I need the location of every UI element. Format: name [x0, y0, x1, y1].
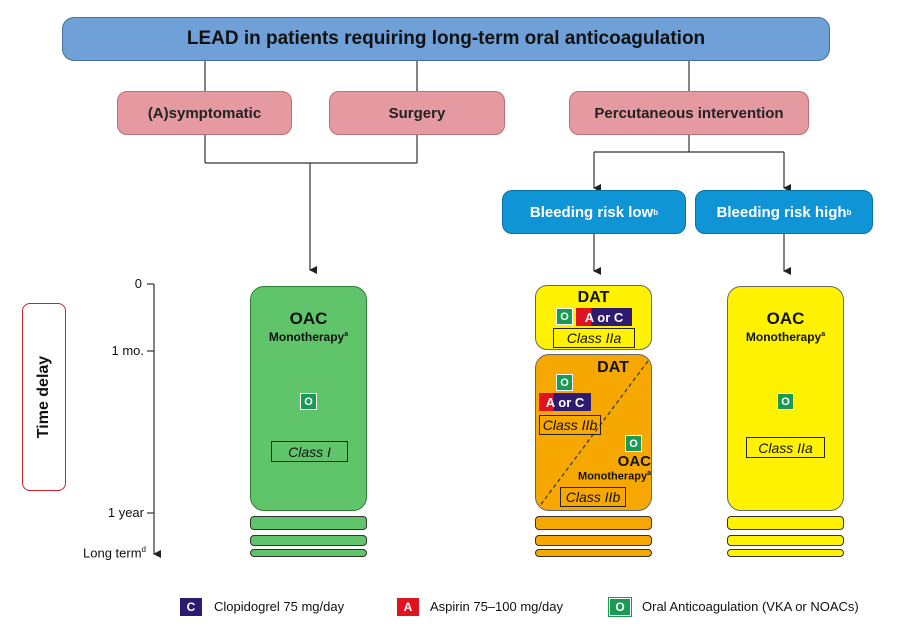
tick-long-term-label: Long term — [83, 545, 142, 561]
legend-oac-label: Oral Anticoagulation (VKA or NOACs) — [642, 599, 859, 614]
left-oac-column: OAC Monotherapya O Class I — [250, 286, 367, 511]
diagram-title: LEAD in patients requiring long-term ora… — [62, 17, 830, 61]
legend-clopidogrel-label: Clopidogrel 75 mg/day — [214, 599, 345, 614]
mid-strip-1 — [535, 516, 652, 530]
left-oac-title: OAC — [289, 309, 328, 328]
right-oac-column: OAC Monotherapya O Class IIa — [727, 286, 844, 511]
left-oac-icon: O — [300, 393, 317, 410]
left-class-box: Class I — [271, 441, 348, 462]
right-strip-2 — [727, 535, 844, 546]
mid-bottom-class-box-2: Class IIb — [560, 487, 626, 507]
mid-bottom-oac-title: OAC — [617, 453, 651, 470]
mid-bottom-a-or-c: A or C — [539, 393, 591, 411]
right-oac-icon: O — [777, 393, 794, 410]
mid-bottom-monotherapy: Monotherapya — [561, 470, 651, 483]
legend-oac-icon: O — [608, 597, 632, 617]
tick-long-term-footnote: d — [141, 545, 146, 554]
right-strip-1 — [727, 516, 844, 530]
bleeding-risk-high-label: Bleeding risk high — [716, 203, 847, 221]
left-strip-3 — [250, 549, 367, 557]
left-strip-1 — [250, 516, 367, 530]
mid-dat-bottom: DAT O A or C Class IIb O OAC Monotherapy… — [535, 354, 652, 511]
mid-bottom-class-box-1: Class IIb — [539, 415, 601, 435]
left-monotherapy-footnote: a — [344, 331, 349, 338]
category-percutaneous: Percutaneous intervention — [569, 91, 809, 135]
time-delay-box: Time delay — [22, 303, 66, 491]
bleeding-high-footnote: b — [846, 207, 852, 217]
time-delay-label: Time delay — [35, 355, 53, 439]
right-monotherapy: Monotherapya — [728, 330, 843, 344]
tick-0: 0 — [134, 276, 142, 291]
left-strip-2 — [250, 535, 367, 546]
bleeding-risk-low-label: Bleeding risk low — [529, 203, 654, 221]
legend-clopidogrel-icon: C — [180, 598, 202, 616]
right-monotherapy-footnote: a — [821, 331, 826, 338]
tick-1-month: 1 mo. — [111, 343, 144, 358]
mid-bottom-oac-icon-right: O — [625, 435, 642, 452]
diagram-title-text: LEAD in patients requiring long-term ora… — [186, 28, 706, 49]
mid-dat-top: DAT O A or C Class IIa — [535, 285, 652, 350]
mid-top-dat-title: DAT — [577, 289, 610, 306]
category-percutaneous-label: Percutaneous intervention — [594, 104, 784, 122]
mid-bottom-oac-icon-top: O — [556, 374, 573, 391]
tick-1-year: 1 year — [107, 505, 144, 520]
category-asymptomatic-label: (A)symptomatic — [147, 104, 262, 122]
left-monotherapy: Monotherapya — [251, 330, 366, 344]
mid-bottom-dat-title: DAT — [597, 359, 629, 376]
category-surgery-label: Surgery — [388, 104, 446, 122]
right-class-box: Class IIa — [746, 437, 825, 458]
mid-bottom-monotherapy-footnote: a — [647, 470, 651, 477]
mid-top-class-box: Class IIa — [553, 328, 635, 348]
mid-top-oac-icon: O — [556, 308, 573, 325]
mid-strip-2 — [535, 535, 652, 546]
legend-aspirin-icon: A — [397, 598, 419, 616]
left-monotherapy-label: Monotherapy — [268, 330, 345, 344]
right-monotherapy-label: Monotherapy — [745, 330, 822, 344]
mid-strip-3 — [535, 549, 652, 557]
legend-aspirin-label: Aspirin 75–100 mg/day — [430, 599, 563, 614]
category-surgery: Surgery — [329, 91, 505, 135]
bleeding-low-footnote: b — [653, 207, 659, 217]
category-asymptomatic: (A)symptomatic — [117, 91, 292, 135]
tick-long-term: Long termd — [60, 545, 146, 560]
right-oac-title: OAC — [766, 309, 805, 328]
mid-bottom-monotherapy-label: Monotherapy — [578, 470, 648, 483]
right-strip-3 — [727, 549, 844, 557]
mid-top-a-or-c: A or C — [576, 308, 632, 326]
